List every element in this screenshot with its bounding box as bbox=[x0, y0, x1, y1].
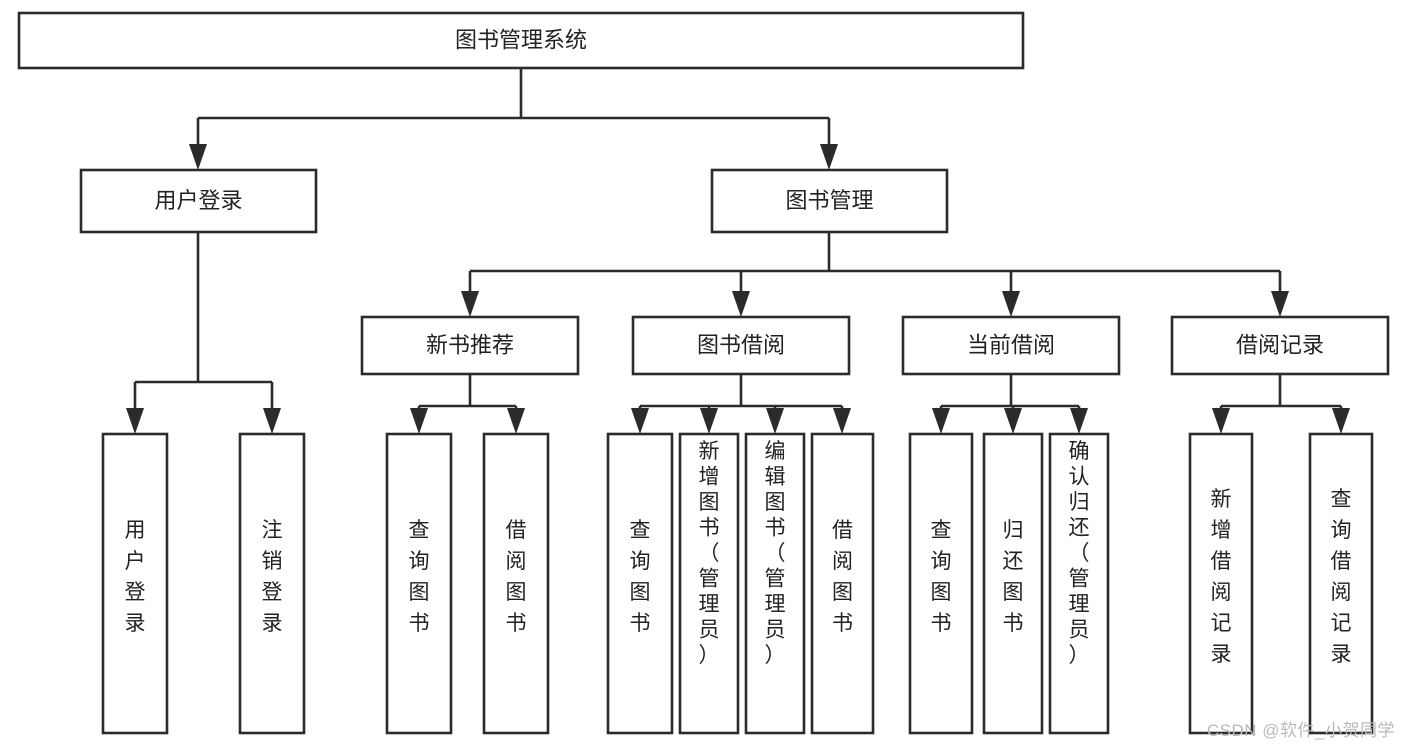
node-b-lend[interactable]: 借阅图书 bbox=[810, 432, 875, 735]
node-borrow[interactable]: 图书借阅 bbox=[631, 315, 851, 376]
node-label-c-return: 归还图书 bbox=[1003, 519, 1024, 635]
node-r-query[interactable]: 查询借阅记录 bbox=[1308, 432, 1374, 735]
node-newbook[interactable]: 新书推荐 bbox=[360, 315, 580, 376]
nodes-layer: 图书管理系统用户登录图书管理新书推荐图书借阅当前借阅借阅记录用户登录注销登录查询… bbox=[17, 11, 1390, 735]
node-box-c-query[interactable] bbox=[908, 432, 974, 735]
node-bookmgmt[interactable]: 图书管理 bbox=[710, 168, 949, 234]
edge-arrowhead bbox=[410, 408, 428, 434]
edge-arrowhead bbox=[1070, 408, 1088, 434]
node-box-c-confirm[interactable] bbox=[1048, 432, 1110, 735]
node-label-n-query: 查询图书 bbox=[409, 519, 430, 635]
edge-group-records-to-leaves bbox=[1212, 374, 1350, 434]
edge-arrowhead bbox=[766, 408, 784, 434]
node-c-confirm[interactable]: 确认归还（管理员） bbox=[1048, 432, 1110, 735]
node-label-root: 图书管理系统 bbox=[455, 27, 587, 52]
node-label-b-query: 查询图书 bbox=[630, 519, 651, 635]
edge-group-current-to-leaves bbox=[932, 374, 1088, 434]
edge-group-bookmgmt-to-level2 bbox=[461, 232, 1289, 317]
node-label-r-query: 查询借阅记录 bbox=[1331, 488, 1352, 666]
node-n-query[interactable]: 查询图书 bbox=[385, 432, 453, 735]
edge-arrowhead bbox=[263, 408, 281, 434]
node-box-b-edit[interactable] bbox=[744, 432, 806, 735]
edge-arrowhead bbox=[1212, 408, 1230, 434]
node-b-edit[interactable]: 编辑图书（管理员） bbox=[744, 432, 806, 735]
edge-group-root-to-level1 bbox=[189, 68, 838, 170]
node-b-add[interactable]: 新增图书（管理员） bbox=[678, 432, 740, 735]
edge-arrowhead bbox=[732, 291, 750, 317]
node-box-n-query[interactable] bbox=[385, 432, 453, 735]
edge-group-newbook-to-leaves bbox=[410, 374, 525, 434]
node-box-r-query[interactable] bbox=[1308, 432, 1374, 735]
node-current[interactable]: 当前借阅 bbox=[901, 315, 1121, 376]
node-box-b-lend[interactable] bbox=[810, 432, 875, 735]
node-c-return[interactable]: 归还图书 bbox=[982, 432, 1044, 735]
node-box-records[interactable] bbox=[1170, 315, 1390, 376]
node-l-login[interactable]: 用户登录 bbox=[101, 432, 169, 735]
edge-group-borrow-to-leaves bbox=[631, 374, 851, 434]
node-box-login[interactable] bbox=[79, 168, 318, 234]
node-label-b-edit: 编辑图书（管理员） bbox=[765, 440, 786, 667]
edge-group-login-to-leaves bbox=[126, 232, 281, 434]
edges-layer bbox=[126, 68, 1350, 434]
node-n-borrow[interactable]: 借阅图书 bbox=[482, 432, 550, 735]
node-label-b-add: 新增图书（管理员） bbox=[699, 440, 720, 667]
edge-arrowhead bbox=[507, 408, 525, 434]
node-label-c-confirm: 确认归还（管理员） bbox=[1069, 440, 1090, 667]
node-label-r-add: 新增借阅记录 bbox=[1211, 488, 1232, 666]
node-label-n-borrow: 借阅图书 bbox=[506, 519, 527, 635]
node-box-current[interactable] bbox=[901, 315, 1121, 376]
node-l-logout[interactable]: 注销登录 bbox=[238, 432, 306, 735]
node-box-newbook[interactable] bbox=[360, 315, 580, 376]
edge-arrowhead bbox=[189, 144, 207, 170]
edge-arrowhead bbox=[1004, 408, 1022, 434]
node-label-borrow: 图书借阅 bbox=[697, 332, 785, 357]
node-c-query[interactable]: 查询图书 bbox=[908, 432, 974, 735]
edge-arrowhead bbox=[1332, 408, 1350, 434]
node-box-b-add[interactable] bbox=[678, 432, 740, 735]
edge-arrowhead bbox=[1271, 291, 1289, 317]
node-label-bookmgmt: 图书管理 bbox=[785, 188, 873, 213]
edge-arrowhead bbox=[700, 408, 718, 434]
node-label-newbook: 新书推荐 bbox=[426, 332, 514, 357]
node-box-l-login[interactable] bbox=[101, 432, 169, 735]
node-box-b-query[interactable] bbox=[606, 432, 674, 735]
node-box-l-logout[interactable] bbox=[238, 432, 306, 735]
edge-arrowhead bbox=[126, 408, 144, 434]
node-label-l-login: 用户登录 bbox=[125, 519, 146, 635]
node-r-add[interactable]: 新增借阅记录 bbox=[1188, 432, 1254, 735]
node-box-r-add[interactable] bbox=[1188, 432, 1254, 735]
node-login[interactable]: 用户登录 bbox=[79, 168, 318, 234]
node-box-n-borrow[interactable] bbox=[482, 432, 550, 735]
edge-arrowhead bbox=[1002, 291, 1020, 317]
edge-arrowhead bbox=[631, 408, 649, 434]
node-box-borrow[interactable] bbox=[631, 315, 851, 376]
node-b-query[interactable]: 查询图书 bbox=[606, 432, 674, 735]
node-box-bookmgmt[interactable] bbox=[710, 168, 949, 234]
node-label-login: 用户登录 bbox=[154, 188, 242, 213]
node-records[interactable]: 借阅记录 bbox=[1170, 315, 1390, 376]
node-box-root[interactable] bbox=[17, 11, 1025, 70]
node-label-b-lend: 借阅图书 bbox=[832, 519, 853, 635]
edge-arrowhead bbox=[932, 408, 950, 434]
edge-arrowhead bbox=[461, 291, 479, 317]
node-root[interactable]: 图书管理系统 bbox=[17, 11, 1025, 70]
node-box-c-return[interactable] bbox=[982, 432, 1044, 735]
node-label-c-query: 查询图书 bbox=[931, 519, 952, 635]
edge-arrowhead bbox=[833, 408, 851, 434]
watermark-text: CSDN @软件_小贺同学 bbox=[1206, 721, 1395, 740]
node-label-records: 借阅记录 bbox=[1236, 332, 1324, 357]
edge-arrowhead bbox=[820, 144, 838, 170]
node-label-l-logout: 注销登录 bbox=[262, 519, 283, 635]
node-label-current: 当前借阅 bbox=[967, 332, 1055, 357]
